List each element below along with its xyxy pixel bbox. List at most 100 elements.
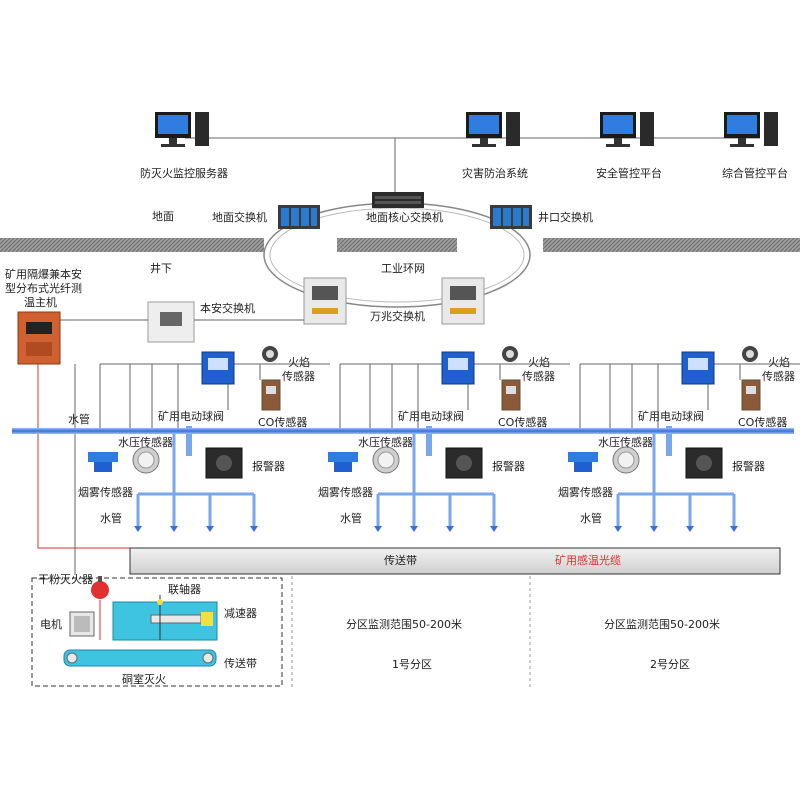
water-pipe-label: 水管	[68, 412, 90, 426]
safety-platform-label: 安全管控平台	[596, 166, 662, 180]
reducer-icon	[112, 601, 218, 641]
host-label-line-1: 矿用隔爆兼本安	[5, 267, 82, 281]
alarm-label: 报警器	[492, 459, 525, 473]
underground-label: 井下	[150, 261, 172, 275]
intrinsic-switch-icon	[147, 301, 195, 343]
zone2-name-label: 2号分区	[650, 658, 690, 671]
ground-floor-center	[337, 238, 457, 252]
controller-station-icon	[441, 351, 475, 385]
branch-water-pipe-label: 水管	[340, 511, 362, 525]
integrated-platform-label: 综合管控平台	[722, 166, 788, 180]
co-sensor-icon	[261, 379, 281, 411]
host-label-line-3: 温主机	[24, 295, 57, 309]
controller-station-icon	[201, 351, 235, 385]
pressure-sensor-icon	[612, 446, 640, 474]
temp-cable-label: 矿用感温光缆	[555, 553, 621, 567]
zone1-range-label: 分区监测范围50-200米	[346, 617, 462, 631]
motor-icon	[69, 611, 95, 637]
shaft-switch-icon	[490, 205, 532, 229]
coupling-label: 联轴器	[168, 582, 201, 596]
zone-groups: 火焰传感器CO传感器矿用电动球阀水压传感器烟雾传感器报警器水管火焰传感器CO传感…	[78, 346, 800, 532]
core-switch-label: 地面核心交换机	[366, 210, 443, 224]
co-sensor-label: CO传感器	[498, 416, 547, 429]
core-switch-icon	[372, 192, 424, 208]
reducer-label: 减速器	[224, 607, 257, 620]
ground-switch-icon	[278, 205, 320, 229]
motor-label: 电机	[40, 617, 62, 631]
flame-sensor-label-2: 传感器	[522, 370, 555, 383]
smoke-sensor-icon	[568, 452, 598, 472]
alarm-label: 报警器	[732, 459, 765, 473]
flame-sensor-label-1: 火焰	[768, 355, 790, 369]
conveyor-belt-label: 传送带	[384, 553, 417, 567]
flame-sensor-label-1: 火焰	[528, 355, 550, 369]
smoke-sensor-icon	[88, 452, 118, 472]
zone2-range-label: 分区监测范围50-200米	[604, 617, 720, 631]
co-sensor-icon	[741, 379, 761, 411]
gigabit-switch-icon-left	[303, 277, 347, 325]
dry-powder-label: 干粉灭火器	[38, 573, 93, 586]
intrinsic-switch-label: 本安交换机	[200, 301, 255, 315]
chamber-title: 硐室灭火	[122, 672, 166, 686]
co-sensor-label: CO传感器	[738, 416, 787, 429]
alarm-icon	[205, 447, 243, 479]
flame-sensor-label-2: 传感器	[282, 370, 315, 383]
pressure-sensor-label: 水压传感器	[598, 436, 653, 449]
disaster-system-label: 灾害防治系统	[462, 166, 528, 180]
electric-valve-icon	[186, 426, 192, 456]
flame-sensor-icon	[502, 346, 518, 362]
chamber-boundary	[31, 577, 283, 687]
ring-network-label: 工业环网	[381, 262, 425, 275]
shaft-switch-label: 井口交换机	[538, 210, 593, 224]
pressure-sensor-icon	[132, 446, 160, 474]
branch-water-pipe-label: 水管	[580, 511, 602, 525]
main-water-pipe	[12, 428, 794, 434]
zone1-name-label: 1号分区	[392, 658, 432, 671]
flame-sensor-label-1: 火焰	[288, 355, 310, 369]
computer-icon-integrated-platform	[724, 112, 778, 147]
alarm-icon	[685, 447, 723, 479]
chamber-conveyor-label: 传送带	[224, 656, 257, 670]
computer-icon-fire-server	[155, 112, 209, 147]
electric-valve-icon	[426, 426, 432, 456]
alarm-label: 报警器	[252, 459, 285, 473]
pressure-sensor-icon	[372, 446, 400, 474]
ground-switch-label: 地面交换机	[212, 210, 267, 224]
alarm-icon	[445, 447, 483, 479]
branch-water-pipe-label: 水管	[100, 511, 122, 525]
fire-server-label: 防灭火监控服务器	[140, 166, 228, 180]
electric-valve-label: 矿用电动球阀	[158, 409, 224, 423]
ground-floor-right	[543, 238, 800, 252]
co-sensor-label: CO传感器	[258, 416, 307, 429]
host-label-line-2: 型分布式光纤测	[5, 281, 82, 295]
electric-valve-label: 矿用电动球阀	[398, 409, 464, 423]
fiber-temperature-host-icon	[17, 311, 61, 365]
computer-icon-disaster-system	[466, 112, 520, 147]
cable-from-host	[37, 364, 130, 549]
flame-sensor-icon	[262, 346, 278, 362]
conveyor-belt	[129, 547, 781, 575]
gigabit-switch-icon-right	[441, 277, 485, 325]
smoke-sensor-icon	[328, 452, 358, 472]
chamber-conveyor-icon	[63, 649, 217, 667]
electric-valve-icon	[666, 426, 672, 456]
gigabit-switch-label: 万兆交换机	[370, 309, 425, 323]
ground-floor-left	[0, 238, 264, 252]
dry-powder-extinguisher-icon	[91, 576, 109, 599]
flame-sensor-icon	[742, 346, 758, 362]
smoke-sensor-label: 烟雾传感器	[318, 485, 373, 499]
pressure-sensor-label: 水压传感器	[358, 436, 413, 449]
pressure-sensor-label: 水压传感器	[118, 436, 173, 449]
flame-sensor-label-2: 传感器	[762, 370, 795, 383]
smoke-sensor-label: 烟雾传感器	[558, 485, 613, 499]
electric-valve-label: 矿用电动球阀	[638, 409, 704, 423]
controller-station-icon	[681, 351, 715, 385]
ground-label: 地面	[152, 210, 174, 223]
computer-icon-safety-platform	[600, 112, 654, 147]
smoke-sensor-label: 烟雾传感器	[78, 485, 133, 499]
co-sensor-icon	[501, 379, 521, 411]
